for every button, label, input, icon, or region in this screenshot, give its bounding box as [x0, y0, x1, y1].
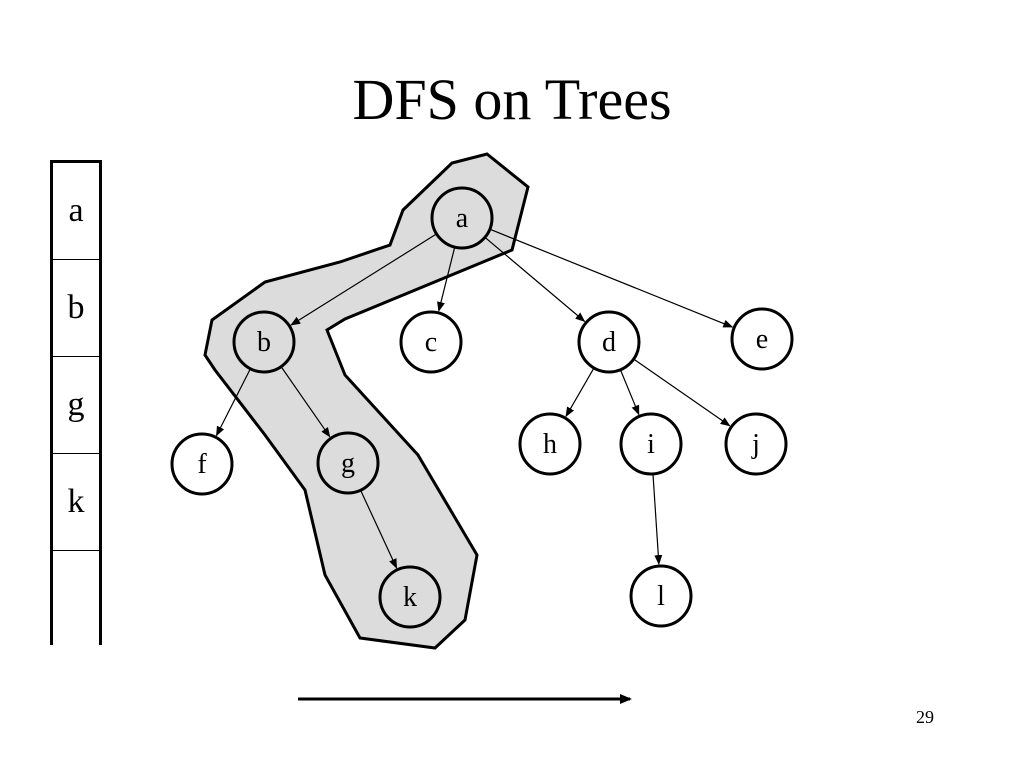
tree-node-a: a	[430, 186, 494, 250]
tree-node-circle	[619, 412, 683, 476]
tree-edge-d-h	[565, 367, 595, 418]
tree-node-label: e	[756, 324, 768, 355]
tree-node-j: j	[724, 412, 788, 476]
tree-node-circle	[724, 412, 788, 476]
tree-node-label: d	[602, 327, 616, 358]
tree-node-circle	[170, 432, 234, 496]
dfs-path-highlight	[203, 152, 530, 650]
page-number: 29	[916, 707, 934, 727]
tree-node-circle	[232, 310, 296, 374]
tree-node-d: d	[577, 310, 641, 374]
tree-node-g: g	[316, 431, 380, 495]
tree-edge-a-b	[290, 233, 437, 326]
tree-edge-a-e	[489, 228, 734, 328]
edge-layer	[215, 228, 734, 569]
tree-edge-a-d	[484, 236, 586, 323]
tree-node-i: i	[619, 412, 683, 476]
slide-title: DFS on Trees	[352, 67, 672, 132]
tree-edge-a-c	[437, 246, 456, 312]
tree-node-circle	[430, 186, 494, 250]
node-layer: a b c d e f g h i j k l	[170, 186, 794, 629]
direction-arrow-head	[620, 694, 632, 704]
tree-edge-i-l	[652, 473, 663, 566]
tree-edge-d-i	[619, 369, 640, 416]
tree-node-label: a	[456, 203, 469, 234]
tree-edge-b-f	[215, 368, 251, 437]
tree-node-circle	[629, 564, 693, 628]
tree-edge-d-j	[633, 358, 731, 427]
tree-node-label: c	[425, 327, 437, 358]
tree-node-label: b	[257, 327, 271, 358]
tree-node-circle	[316, 431, 380, 495]
tree-node-f: f	[170, 432, 234, 496]
stack-cell: b	[53, 260, 99, 357]
tree-node-label: l	[657, 581, 665, 612]
tree-node-e: e	[730, 307, 794, 371]
tree-node-label: j	[751, 429, 760, 460]
tree-edge-g-k	[360, 489, 398, 569]
dfs-stack: a b g k	[50, 160, 102, 645]
stack-cell: g	[53, 357, 99, 454]
tree-node-circle	[730, 307, 794, 371]
tree-node-label: g	[341, 448, 355, 479]
tree-node-k: k	[378, 565, 442, 629]
tree-node-circle	[399, 310, 463, 374]
tree-node-label: h	[543, 429, 557, 460]
tree-node-label: f	[197, 449, 207, 480]
tree-node-circle	[378, 565, 442, 629]
stack-cell: a	[53, 163, 99, 260]
tree-node-circle	[518, 412, 582, 476]
tree-node-l: l	[629, 564, 693, 628]
tree-node-label: k	[403, 582, 417, 613]
stack-cell: k	[53, 454, 99, 551]
tree-node-h: h	[518, 412, 582, 476]
tree-edge-b-g	[280, 366, 331, 438]
tree-node-b: b	[232, 310, 296, 374]
tree-node-circle	[577, 310, 641, 374]
tree-node-label: i	[647, 429, 655, 460]
tree-node-c: c	[399, 310, 463, 374]
